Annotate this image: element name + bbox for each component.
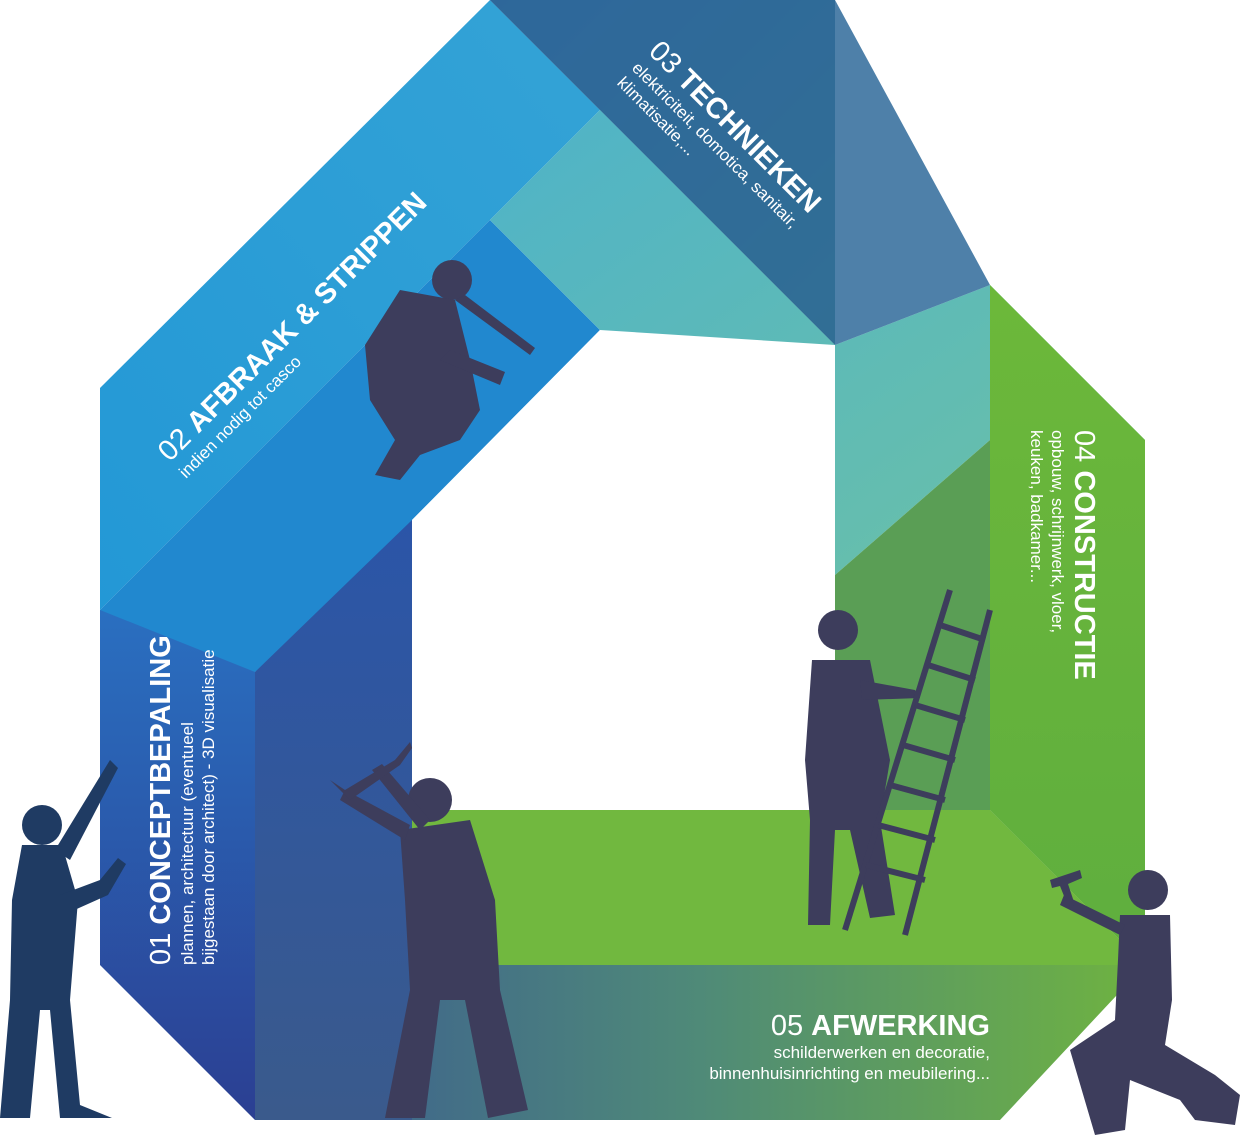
stage-04-label: 04 CONSTRUCTIE opbouw, schrijnwerk, vloe… (1026, 430, 1100, 680)
stage-04-band (990, 285, 1145, 965)
inner-left-wall (255, 520, 412, 1120)
stage-05-inner-band (412, 810, 1145, 965)
stage-01-number: 01 (145, 932, 177, 965)
stage-01-desc-line-2: bijgestaan door architect) - 3D visualis… (199, 649, 218, 965)
stage-01-desc-line-1: plannen, architectuur (eventueel (178, 722, 197, 965)
worker-ladder-icon (805, 589, 993, 936)
stage-04-desc-line-2: keuken, badkamer... (1027, 430, 1046, 584)
stage-01-band (100, 570, 255, 1120)
house-window (412, 330, 835, 810)
worker-hammer-icon (1050, 870, 1240, 1135)
stage-02-inner-band (100, 220, 600, 672)
worker-pointing-icon (0, 760, 126, 1118)
stage-04-title: CONSTRUCTIE (1068, 470, 1100, 680)
stage-05-desc-line-1: schilderwerken en decoratie, (773, 1043, 990, 1062)
worker-crowbar-icon (330, 742, 528, 1118)
worker-jumping-icon (365, 260, 535, 480)
stage-04-number: 04 (1068, 430, 1100, 463)
stage-02-band (100, 0, 600, 610)
stage-01-title: CONCEPTBEPALING (145, 635, 177, 925)
stage-04-desc-line-1: opbouw, schrijnwerk, vloer, (1048, 430, 1067, 634)
stage-05-label: 05 AFWERKING schilderwerken en decoratie… (640, 1010, 990, 1084)
stage-05-number: 05 (770, 1010, 804, 1042)
stage-03-outer-band (490, 110, 1145, 575)
stage-03-dark-band (490, 0, 990, 345)
stage-01-label: 01 CONCEPTBEPALING plannen, architectuur… (145, 635, 219, 965)
stage-05-desc-line-2: binnenhuisinrichting en meubilering... (709, 1064, 990, 1083)
stage-05-title: AFWERKING (811, 1010, 990, 1042)
